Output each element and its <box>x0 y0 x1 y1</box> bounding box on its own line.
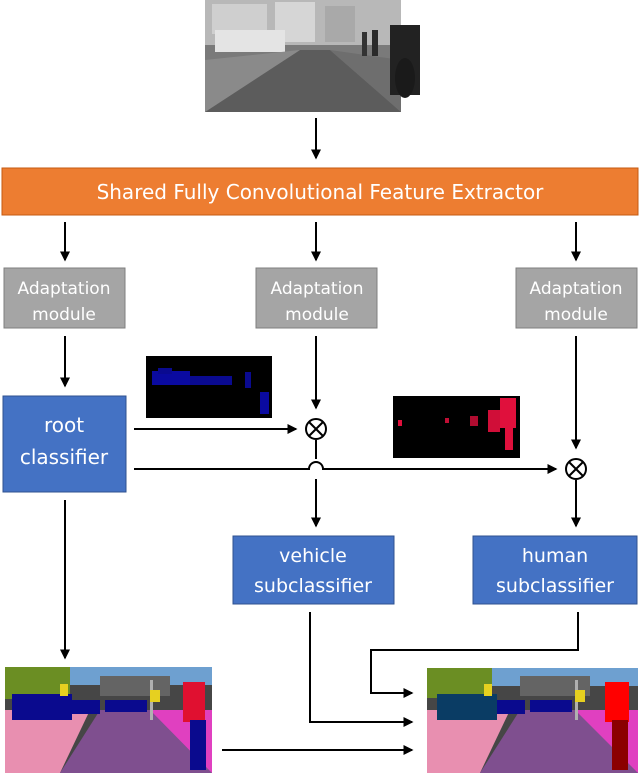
final-segmentation-image <box>427 668 638 773</box>
root-classifier-label-line2: classifier <box>20 445 109 469</box>
human-multiply-node <box>565 458 587 480</box>
root-classifier-label-line1: root <box>44 413 84 437</box>
adaptation-module-3: Adaptation module <box>515 267 638 329</box>
vehicle-multiply-node <box>305 418 327 440</box>
vehicle-subclassifier-label-line2: subclassifier <box>254 575 372 597</box>
feature-extractor-label: Shared Fully Convolutional Feature Extra… <box>97 180 545 204</box>
human-mask-image <box>393 396 520 458</box>
feature-extractor-box: Shared Fully Convolutional Feature Extra… <box>1 167 639 216</box>
arrow-root-to-human-multiply <box>134 461 558 474</box>
arrow-human-subclassifier-to-final <box>370 612 579 698</box>
adaptation-module-label-line2: module <box>32 305 96 325</box>
human-subclassifier-box: human subclassifier <box>472 535 638 605</box>
adaptation-module-1: Adaptation module <box>3 267 126 329</box>
vehicle-subclassifier-box: vehicle subclassifier <box>232 535 395 605</box>
input-street-image <box>205 0 420 112</box>
root-classifier-box: root classifier <box>2 395 127 493</box>
adaptation-module-label-line2: module <box>285 305 349 325</box>
arrow-vehicle-subclassifier-to-final <box>309 612 414 727</box>
human-subclassifier-label-line2: subclassifier <box>496 575 614 597</box>
adaptation-module-label-line1: Adaptation <box>18 279 111 299</box>
adaptation-module-label-line1: Adaptation <box>271 279 364 299</box>
adaptation-module-2: Adaptation module <box>255 267 378 329</box>
coarse-segmentation-image <box>5 667 212 773</box>
vehicle-subclassifier-label-line1: vehicle <box>279 545 347 567</box>
adaptation-module-label-line1: Adaptation <box>530 279 623 299</box>
adaptation-module-label-line2: module <box>544 305 608 325</box>
human-subclassifier-label-line1: human <box>522 545 588 567</box>
vehicle-mask-image <box>146 356 272 418</box>
